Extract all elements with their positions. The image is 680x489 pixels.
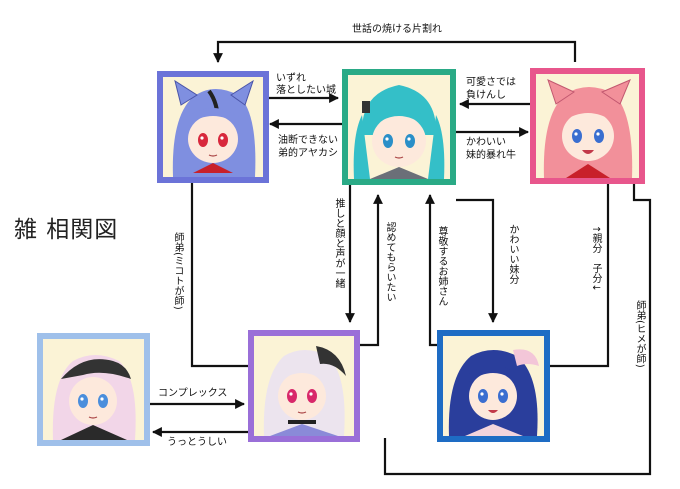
- label-kawaii-imouto: かわいい妹分: [507, 224, 518, 284]
- label-miku-to-ia-1: 油断できない: [278, 135, 338, 146]
- node-miku: [342, 69, 456, 185]
- arrow-blue-to-miku: [425, 194, 437, 347]
- line-pink-to-utau: [383, 184, 652, 476]
- label-left-vertical: 師弟(ミコトが師): [172, 232, 183, 310]
- portrait-ia: [163, 77, 263, 177]
- label-oshi: 推しと顔と声が一緒: [333, 198, 344, 288]
- label-miku-to-pink-2: 妹的暴れ牛: [466, 150, 516, 161]
- label-right-vertical: 師弟(ヒメが師): [634, 300, 645, 368]
- label-pink-to-miku-1: 可愛さでは: [466, 77, 516, 88]
- portrait-pink: [536, 74, 639, 178]
- node-pink: [530, 68, 645, 184]
- portrait-blue: [443, 336, 544, 436]
- portrait-lightblue: [43, 339, 144, 440]
- label-pink-to-miku-2: 負けんし: [466, 90, 506, 101]
- line-ia-to-utau: [190, 183, 248, 368]
- label-miku-to-pink-1: かわいい: [466, 137, 506, 148]
- label-ia-to-miku-2: 落としたい城: [276, 85, 336, 96]
- node-purple: [248, 330, 360, 442]
- portrait-purple: [254, 336, 354, 436]
- arrow-miku-to-blue: [456, 198, 498, 323]
- label-complex: コンプレックス: [158, 388, 228, 399]
- label-uttou: うっとうしい: [167, 437, 227, 448]
- label-sonkei: 尊敬するお姉さん: [436, 226, 447, 306]
- portrait-miku: [348, 75, 450, 179]
- arrow-utau-to-miku: [360, 194, 383, 347]
- line-pink-to-blue: [548, 183, 610, 368]
- label-ia-to-miku-1: いずれ: [276, 73, 306, 84]
- label-top-bracket: 世話の焼ける片割れ: [352, 24, 442, 35]
- label-miku-to-ia-2: 弟的アヤカシ: [278, 148, 338, 159]
- node-ia: [157, 71, 269, 183]
- node-lightblue: [37, 333, 150, 446]
- label-oyabun: ↑親分 子分↓: [590, 225, 601, 292]
- node-blue: [437, 330, 550, 442]
- page-title: 雑 相関図: [14, 217, 119, 243]
- label-mitome: 認めてもらいたい: [384, 222, 395, 302]
- line-top-bracket: [213, 40, 577, 63]
